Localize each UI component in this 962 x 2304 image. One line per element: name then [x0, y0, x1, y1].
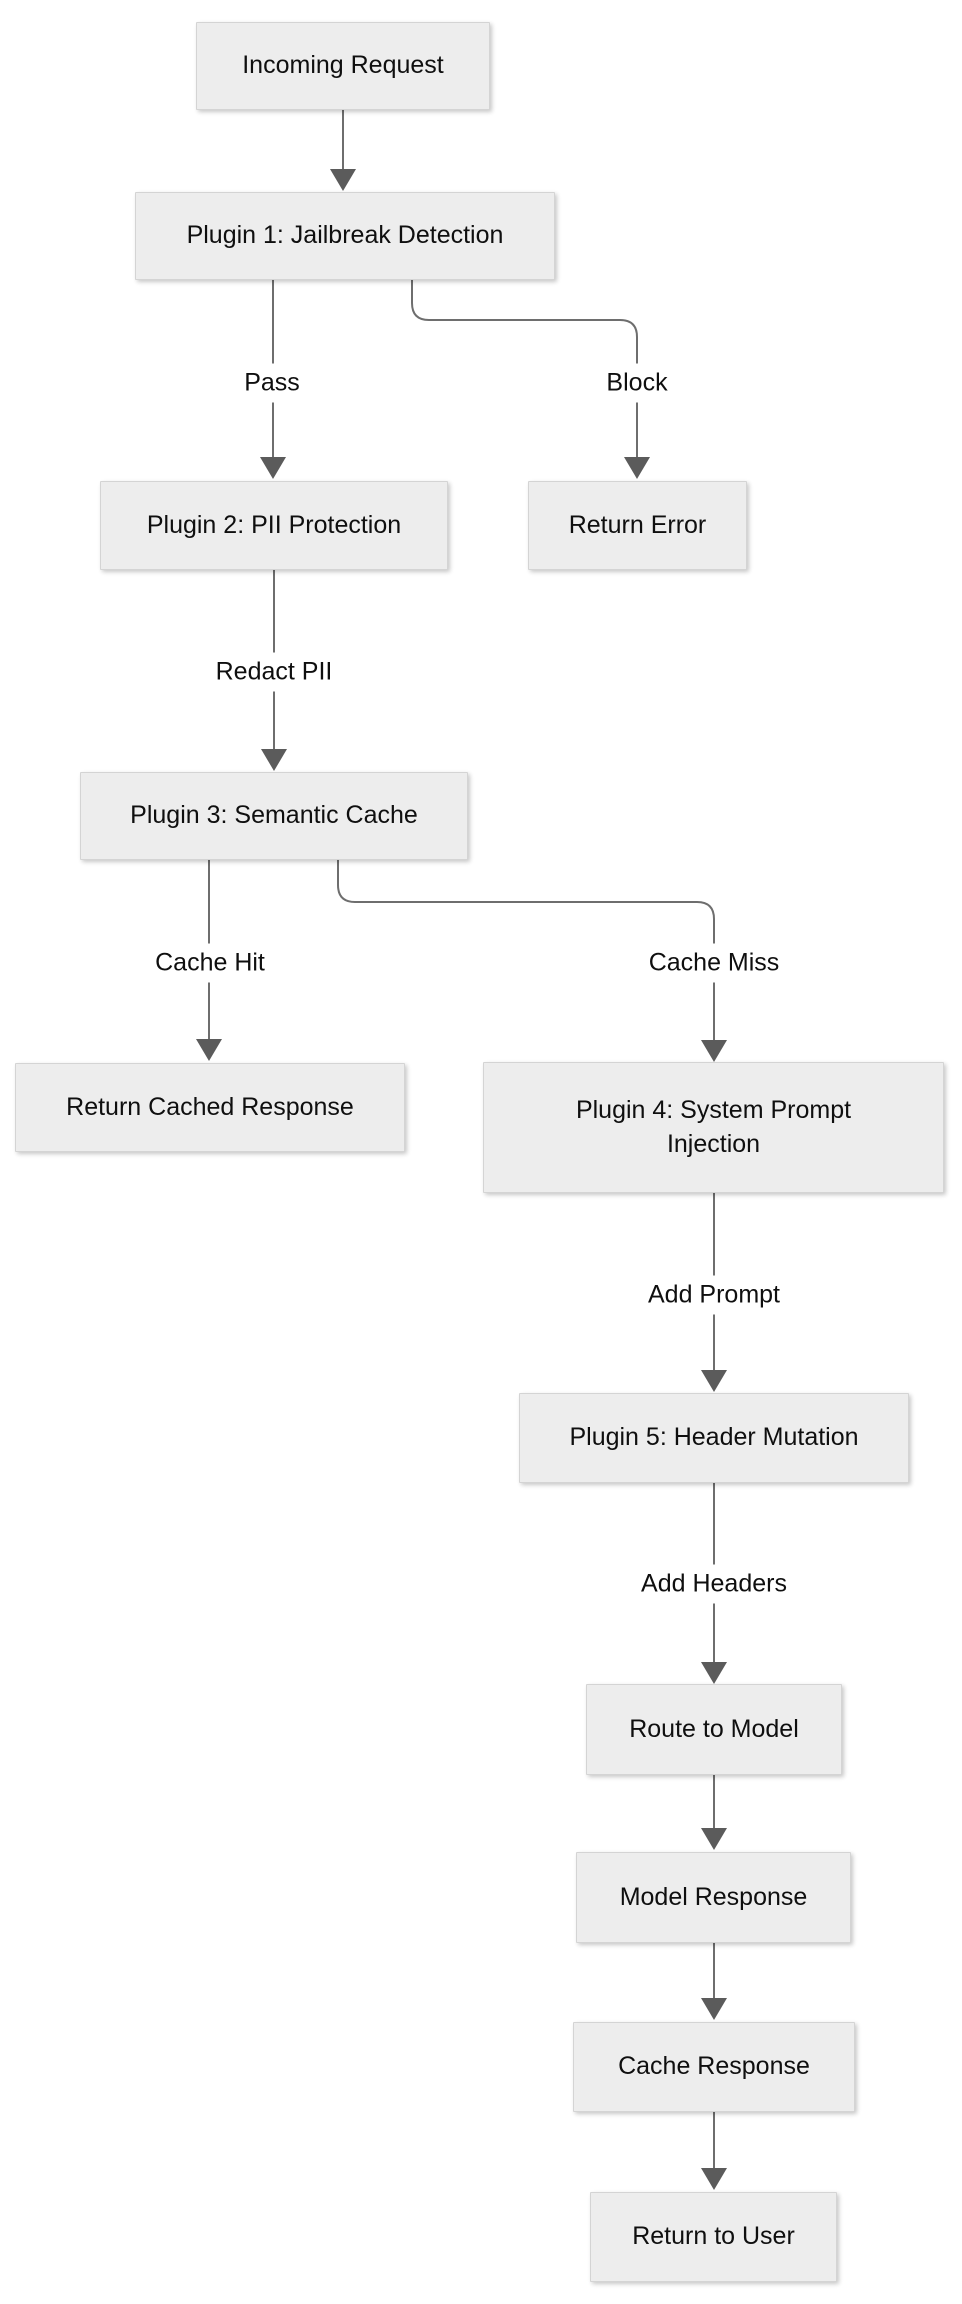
arrowhead — [701, 1370, 727, 1392]
edge-label-block: Block — [597, 363, 677, 403]
edge-label-redact-pii: Redact PII — [206, 652, 342, 692]
arrowhead — [701, 1998, 727, 2020]
arrowhead — [701, 2168, 727, 2190]
node-model-response: Model Response — [576, 1852, 851, 1943]
arrowhead — [260, 457, 286, 479]
node-plugin2-pii-protection: Plugin 2: PII Protection — [100, 481, 448, 570]
node-label: Plugin 3: Semantic Cache — [130, 801, 418, 830]
node-label: Cache Response — [618, 2052, 810, 2081]
node-return-to-user: Return to User — [590, 2192, 837, 2282]
arrowhead — [701, 1040, 727, 1062]
arrowhead — [261, 749, 287, 771]
arrowhead — [330, 169, 356, 191]
node-plugin3-semantic-cache: Plugin 3: Semantic Cache — [80, 772, 468, 860]
node-label: Return Cached Response — [66, 1092, 354, 1121]
node-cache-response: Cache Response — [573, 2022, 855, 2112]
edge-label-add-headers: Add Headers — [632, 1564, 796, 1604]
node-incoming-request: Incoming Request — [196, 22, 490, 110]
edge-label-pass: Pass — [235, 363, 309, 403]
edge-label-add-prompt: Add Prompt — [638, 1275, 790, 1315]
edge-plugin1-return-error — [411, 280, 638, 457]
edge-label-cache-hit: Cache Hit — [146, 943, 274, 983]
node-label: Plugin 5: Header Mutation — [569, 1423, 859, 1452]
node-plugin1-jailbreak-detection: Plugin 1: Jailbreak Detection — [135, 192, 555, 280]
node-label: Model Response — [619, 1882, 808, 1911]
node-label: Return to User — [632, 2222, 795, 2251]
edge-plugin3-plugin4 — [337, 860, 715, 1040]
arrowhead — [701, 1662, 727, 1684]
node-plugin4-system-prompt-injection: Plugin 4: System Prompt Injection — [483, 1062, 944, 1193]
node-return-error: Return Error — [528, 481, 747, 570]
arrowhead — [196, 1039, 222, 1061]
node-label: Plugin 1: Jailbreak Detection — [186, 221, 504, 250]
node-plugin5-header-mutation: Plugin 5: Header Mutation — [519, 1393, 909, 1483]
node-label: Plugin 4: System Prompt Injection — [575, 1095, 852, 1158]
node-return-cached-response: Return Cached Response — [15, 1063, 405, 1152]
node-label: Incoming Request — [242, 51, 444, 80]
node-label: Plugin 2: PII Protection — [146, 510, 402, 539]
arrowhead — [624, 457, 650, 479]
edge-label-cache-miss: Cache Miss — [639, 943, 789, 983]
node-label: Route to Model — [629, 1714, 799, 1743]
arrowhead — [701, 1828, 727, 1850]
node-route-to-model: Route to Model — [586, 1684, 842, 1775]
node-label: Return Error — [568, 510, 707, 539]
